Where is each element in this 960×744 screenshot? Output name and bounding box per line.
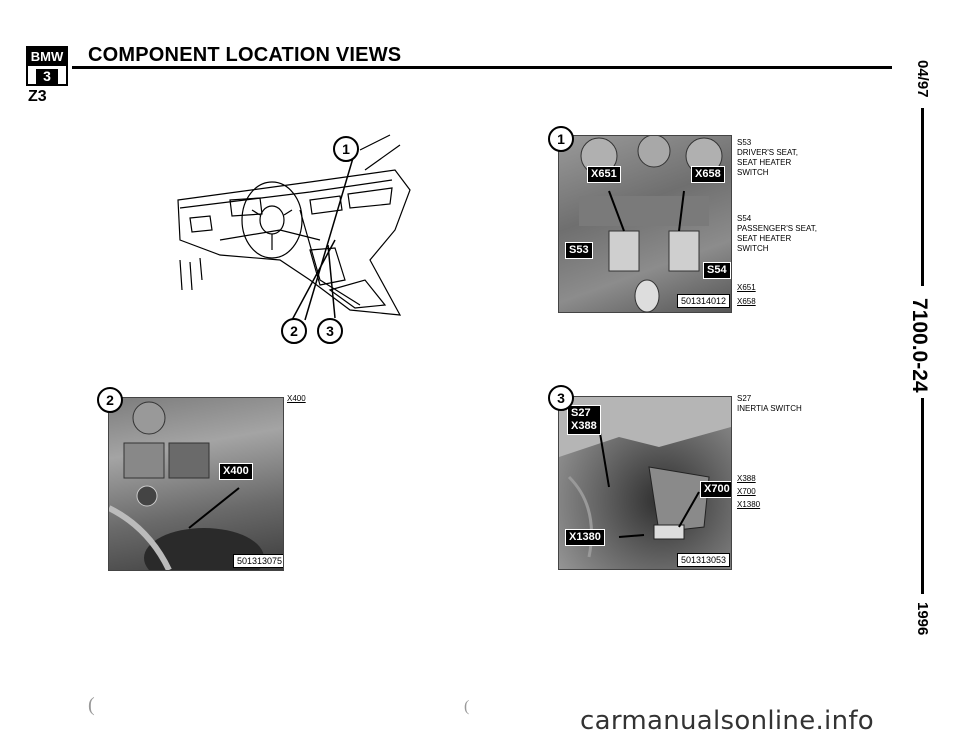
label-s54-code: S54 bbox=[737, 214, 752, 223]
label-x658: X658 bbox=[737, 297, 756, 306]
photo3-number: 3 bbox=[548, 385, 574, 411]
tag-x1380: X1380 bbox=[565, 529, 605, 546]
tag-s27: S27 bbox=[571, 407, 591, 419]
label-s54: S54 PASSENGER'S SEAT, SEAT HEATER SWITCH bbox=[737, 214, 817, 254]
label-s53-text: DRIVER'S SEAT, SEAT HEATER SWITCH bbox=[737, 148, 798, 177]
tag-x400: X400 bbox=[219, 463, 253, 480]
tag-x388: X388 bbox=[571, 420, 597, 432]
tag-x651: X651 bbox=[587, 166, 621, 183]
label-x1380: X1380 bbox=[737, 500, 761, 509]
tag-s54: S54 bbox=[703, 262, 731, 279]
photo1-part-number: 501314012 bbox=[677, 294, 731, 308]
photo-x400-connector: X400 501313075 bbox=[108, 397, 284, 571]
label-s27-text: INERTIA SWITCH bbox=[737, 404, 802, 413]
photo-seat-heater-switches: X651 X658 S53 S54 501314012 bbox=[558, 135, 732, 313]
photo2-shapes bbox=[109, 401, 264, 570]
scan-mark-left: ( bbox=[88, 694, 95, 716]
bmw-3-series-logo: BMW 3 bbox=[26, 46, 68, 86]
label-s27: S27 INERTIA SWITCH bbox=[737, 394, 827, 414]
label-x400: X400 bbox=[287, 394, 306, 403]
logo-brand-text: BMW bbox=[28, 48, 66, 66]
page-title: COMPONENT LOCATION VIEWS bbox=[88, 44, 402, 66]
label-s53-code: S53 bbox=[737, 138, 752, 147]
header-rule bbox=[72, 66, 892, 69]
label-x388: X388 bbox=[737, 474, 756, 483]
photo2-part-number: 501313075 bbox=[233, 554, 283, 568]
label-x700: X700 bbox=[737, 487, 756, 496]
tag-s53: S53 bbox=[565, 242, 593, 259]
label-x651: X651 bbox=[737, 283, 756, 292]
photo3-shapes bbox=[559, 397, 731, 558]
margin-rule-1 bbox=[921, 108, 924, 286]
model-label: Z3 bbox=[28, 88, 47, 105]
callout-1: 1 bbox=[333, 136, 359, 162]
label-s54-text: PASSENGER'S SEAT, SEAT HEATER SWITCH bbox=[737, 224, 817, 253]
callout-2: 2 bbox=[281, 318, 307, 344]
margin-date: 04/97 bbox=[914, 60, 931, 98]
margin-rule-2 bbox=[921, 398, 924, 594]
photo2-number: 2 bbox=[97, 387, 123, 413]
label-s53: S53 DRIVER'S SEAT, SEAT HEATER SWITCH bbox=[737, 138, 817, 178]
photo1-number: 1 bbox=[548, 126, 574, 152]
tag-x700: X700 bbox=[700, 481, 731, 498]
margin-year: 1996 bbox=[914, 602, 931, 636]
photo3-part-number: 501313053 bbox=[677, 553, 731, 567]
callout-3: 3 bbox=[317, 318, 343, 344]
dashboard-line-drawing bbox=[177, 134, 411, 321]
photo1-shapes bbox=[579, 136, 723, 312]
label-s27-code: S27 bbox=[737, 394, 752, 403]
tag-x658: X658 bbox=[691, 166, 725, 183]
scan-mark-mid: ( bbox=[464, 698, 470, 715]
watermark: carmanualsonline.info bbox=[580, 706, 875, 736]
logo-series-text: 3 bbox=[36, 69, 58, 84]
margin-doc-number: 7100.0-24 bbox=[908, 298, 931, 393]
